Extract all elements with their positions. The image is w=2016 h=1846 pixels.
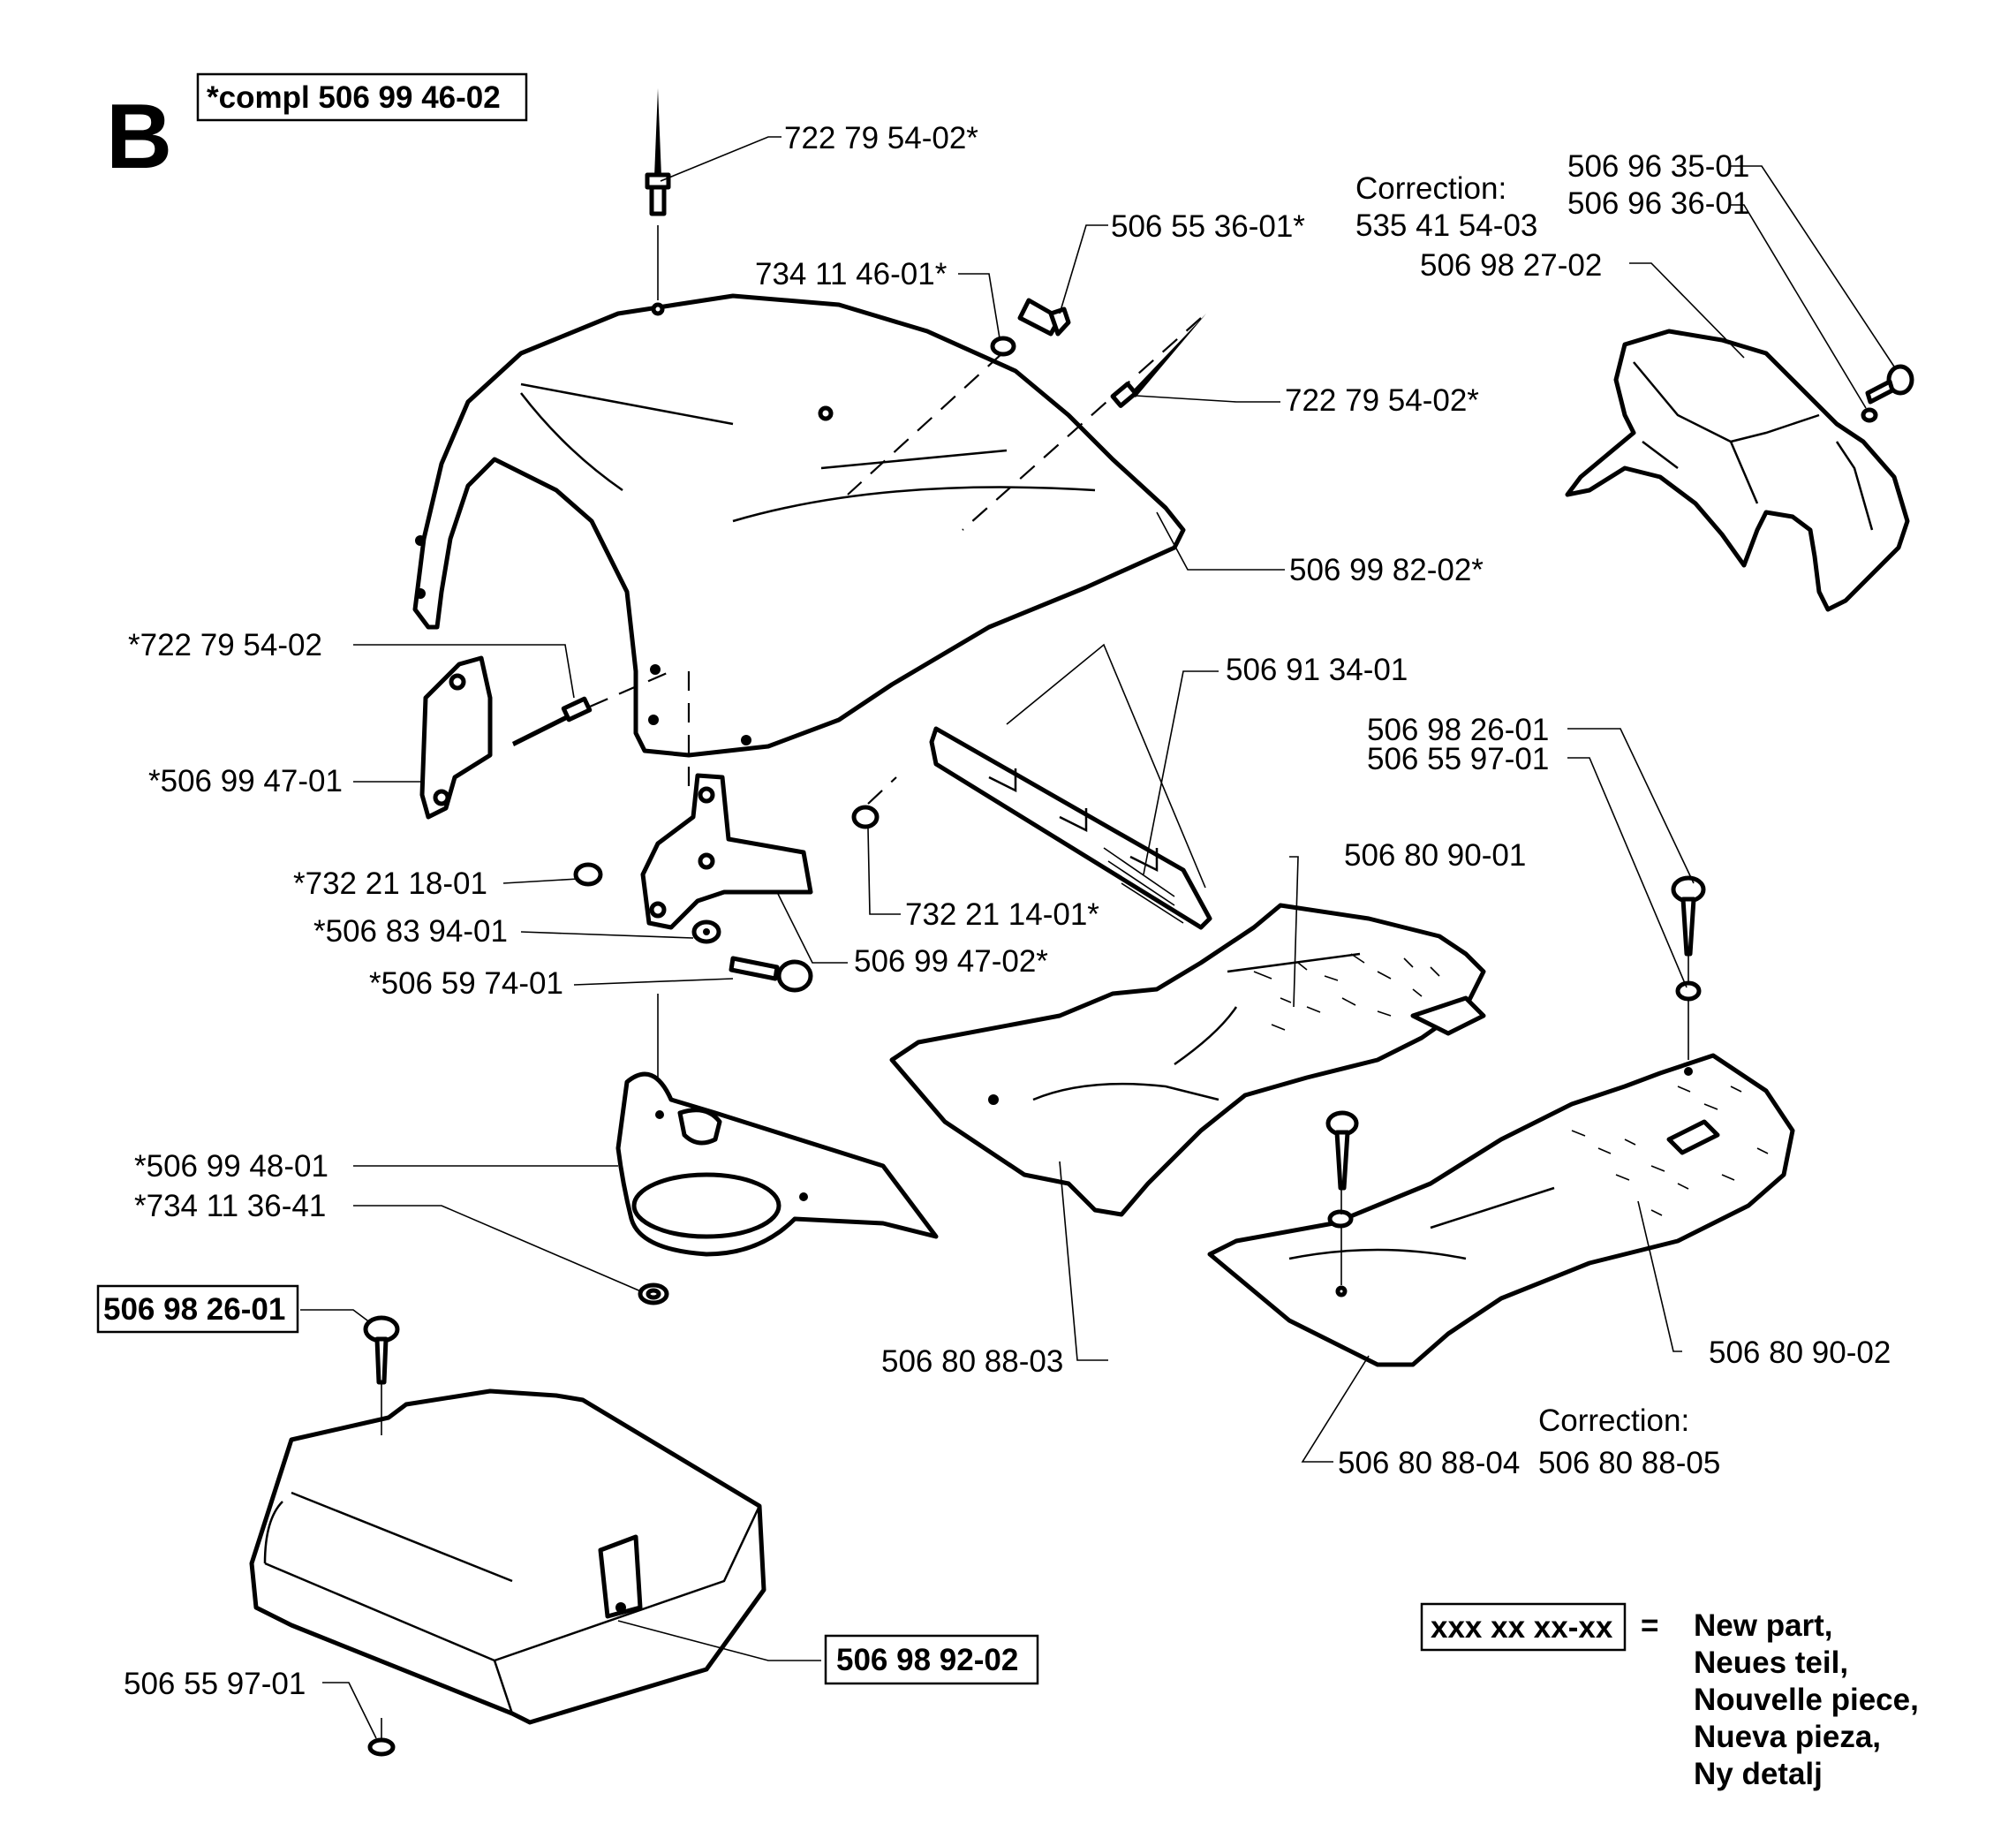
screw-mat-center-icon (1325, 1110, 1359, 1229)
label-732-21-18-01: *732 21 18-01 (293, 866, 487, 901)
label-722-79-54-02-right: 722 79 54-02* (1285, 383, 1479, 418)
screw-icon (1017, 298, 1071, 337)
label-722-79-54-02-top: 722 79 54-02* (784, 121, 978, 155)
nut-732-21-14-icon (851, 805, 880, 829)
assembly-label: *compl 506 99 46-02 (207, 80, 501, 115)
side-cover-part (1565, 329, 1910, 612)
label-506-80-88-04: 506 80 88-04 (1338, 1446, 1520, 1480)
section-letter: B (106, 86, 172, 188)
screw-battery-icon (363, 1315, 400, 1385)
assembly-box (196, 72, 528, 122)
legend-box-text: xxx xx xx-xx (1431, 1610, 1613, 1645)
rivet-top-icon (645, 88, 671, 216)
floor-mat-right-part (1207, 1053, 1795, 1367)
legend-box (1420, 1602, 1627, 1652)
correction-label-top: Correction: (1355, 171, 1506, 206)
correction-label-bottom: Correction: (1538, 1403, 1689, 1438)
bracket-left-part (419, 655, 493, 820)
rivet-small-icon (512, 696, 593, 746)
legend-line-2: Neues teil, (1694, 1646, 1848, 1680)
label-506-98-26-01-boxed: 506 98 26-01 (103, 1292, 285, 1327)
legend: xxx xx xx-xx = New part, Neues teil, Nou… (1420, 1602, 1919, 1791)
nut-icon (990, 336, 1016, 357)
label-506-83-94-01: *506 83 94-01 (313, 914, 508, 949)
label-506-99-82-02: 506 99 82-02* (1289, 553, 1484, 587)
bracket-center-part (640, 773, 813, 930)
screw-cover-top-icon (1865, 364, 1914, 405)
label-506-55-36-01: 506 55 36-01* (1111, 209, 1305, 244)
washer-bottom-icon (638, 1282, 669, 1305)
grille-mesh (1103, 847, 1184, 924)
rivet-right-icon (1110, 314, 1206, 408)
mat-texture-left (1253, 953, 1440, 1031)
seat-support-part (615, 1071, 939, 1257)
legend-line-1: New part, (1694, 1608, 1833, 1643)
legend-line-4: Nueva pieza, (1694, 1720, 1881, 1754)
screw-506-59-74-icon (729, 956, 813, 993)
label-506-80-90-02: 506 80 90-02 (1709, 1335, 1891, 1370)
label-506-96-35-01: 506 96 35-01 (1567, 149, 1749, 184)
label-506-55-97-01-bottom: 506 55 97-01 (124, 1667, 306, 1701)
label-506-80-90-01: 506 80 90-01 (1344, 838, 1526, 873)
label-506-98-92-02-boxed: 506 98 92-02 (836, 1643, 1018, 1677)
mat-texture-right (1571, 1086, 1769, 1216)
label-732-21-14-01: 732 21 14-01* (905, 897, 1099, 932)
label-506-98-27-02: 506 98 27-02 (1420, 248, 1602, 283)
washer-cover-top-icon (1861, 407, 1878, 423)
floor-mat-left-part (889, 903, 1486, 1217)
box-506-98-26-01 (96, 1284, 299, 1334)
label-722-79-54-02-left: *722 79 54-02 (128, 628, 322, 662)
label-506-96-36-01: 506 96 36-01 (1567, 186, 1749, 221)
hood-cover-part (412, 293, 1186, 758)
washer-icon (691, 919, 721, 944)
washer-battery-icon (367, 1737, 396, 1757)
label-506-99-48-01: *506 99 48-01 (134, 1149, 328, 1184)
legend-line-5: Ny detalj (1694, 1757, 1823, 1791)
label-506-59-74-01: *506 59 74-01 (369, 966, 563, 1001)
label-734-11-46-01: 734 11 46-01* (755, 257, 948, 291)
label-506-91-34-01: 506 91 34-01 (1226, 653, 1408, 687)
label-506-98-26-01-right: 506 98 26-01 (1367, 713, 1549, 747)
label-734-11-36-41: *734 11 36-41 (134, 1189, 326, 1223)
label-506-80-88-03: 506 80 88-03 (881, 1344, 1063, 1379)
label-506-55-97-01-right: 506 55 97-01 (1367, 742, 1549, 776)
label-506-99-47-01: *506 99 47-01 (148, 764, 343, 798)
label-506-99-47-02: 506 99 47-02* (854, 944, 1048, 979)
label-535-41-54-03: 535 41 54-03 (1355, 208, 1537, 243)
legend-line-3: Nouvelle piece, (1694, 1683, 1919, 1717)
nut-732-21-18-icon (573, 862, 603, 887)
battery-cover-part (249, 1388, 766, 1725)
box-506-98-92-02 (824, 1634, 1039, 1685)
label-506-80-88-05: 506 80 88-05 (1538, 1446, 1720, 1480)
grille-plate-part (929, 726, 1212, 930)
legend-equals: = (1641, 1608, 1658, 1643)
